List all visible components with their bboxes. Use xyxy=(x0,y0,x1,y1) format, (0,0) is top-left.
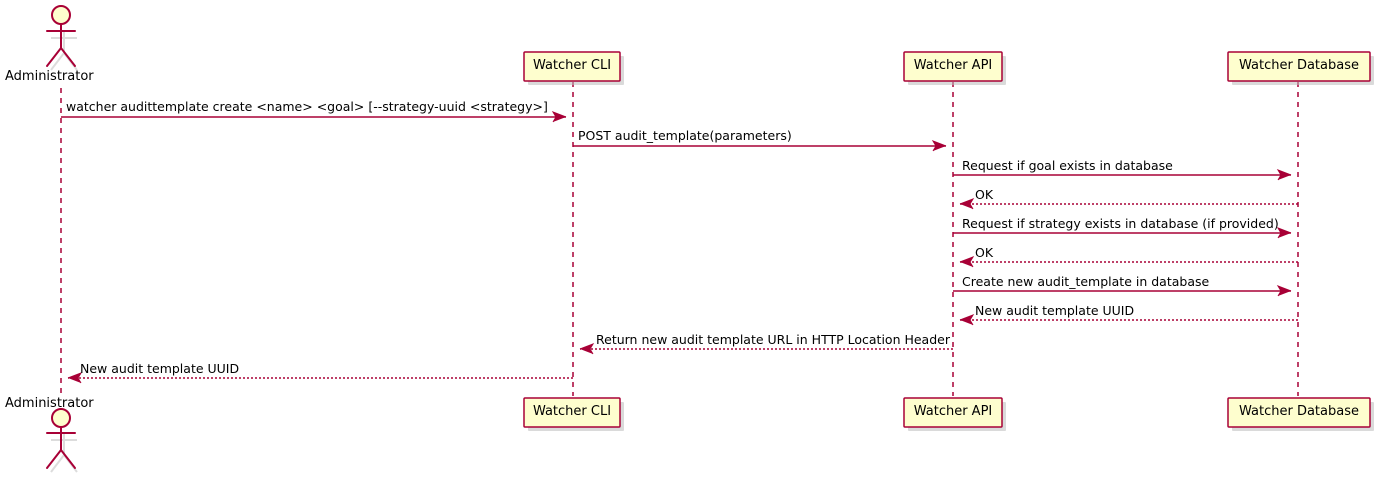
actor-administrator-top xyxy=(46,5,78,71)
message-arrow-10 xyxy=(67,372,573,384)
lifelines-group xyxy=(60,82,1299,396)
actor-administrator-bottom xyxy=(46,408,78,473)
message-arrow-6 xyxy=(959,256,1298,268)
message-label-10: New audit template UUID xyxy=(80,361,240,376)
message-label-8: New audit template UUID xyxy=(975,303,1135,318)
participant-box-watcher-api-top[interactable] xyxy=(903,51,1003,82)
actor-body-icon xyxy=(46,23,76,67)
message-label-3: Request if goal exists in database xyxy=(962,158,1173,173)
actor-head-icon xyxy=(51,5,71,25)
actor-head-icon xyxy=(51,408,71,428)
participant-boxes-bottom xyxy=(523,397,1374,431)
actor-label-administrator-top: Administrator xyxy=(5,69,94,84)
participant-boxes-top xyxy=(523,51,1374,85)
message-arrow-4 xyxy=(959,198,1298,210)
message-arrow-7 xyxy=(953,285,1292,297)
participant-box-watcher-database-bottom[interactable] xyxy=(1227,397,1371,428)
participant-box-watcher-cli-bottom[interactable] xyxy=(523,397,621,428)
participant-label-watcher-cli-top: Watcher CLI xyxy=(532,58,612,73)
message-label-4: OK xyxy=(975,187,994,202)
participant-box-watcher-database-top[interactable] xyxy=(1227,51,1371,82)
participant-box-watcher-cli-top[interactable] xyxy=(523,51,621,82)
participant-box-watcher-api-bottom[interactable] xyxy=(903,397,1003,428)
participant-label-watcher-api-top: Watcher API xyxy=(913,58,993,73)
message-arrow-9 xyxy=(579,343,953,355)
message-label-5: Request if strategy exists in database (… xyxy=(962,216,1279,231)
participant-label-watcher-cli-bottom: Watcher CLI xyxy=(532,404,612,419)
participant-label-watcher-database-top: Watcher Database xyxy=(1239,58,1359,73)
message-arrow-3 xyxy=(953,169,1292,181)
message-label-9: Return new audit template URL in HTTP Lo… xyxy=(596,332,950,347)
message-label-7: Create new audit_template in database xyxy=(962,274,1210,289)
message-label-2: POST audit_template(parameters) xyxy=(578,128,792,143)
message-label-1: watcher audittemplate create <name> <goa… xyxy=(66,99,548,114)
message-arrow-2 xyxy=(573,140,947,152)
actor-label-administrator-bottom: Administrator xyxy=(5,396,94,411)
participant-label-watcher-api-bottom: Watcher API xyxy=(913,404,993,419)
message-arrow-8 xyxy=(959,314,1298,326)
message-arrow-5 xyxy=(953,227,1292,239)
message-arrow-1 xyxy=(61,111,567,123)
actor-body-icon xyxy=(46,426,76,469)
message-label-6: OK xyxy=(975,245,994,260)
participant-label-watcher-database-bottom: Watcher Database xyxy=(1239,404,1359,419)
